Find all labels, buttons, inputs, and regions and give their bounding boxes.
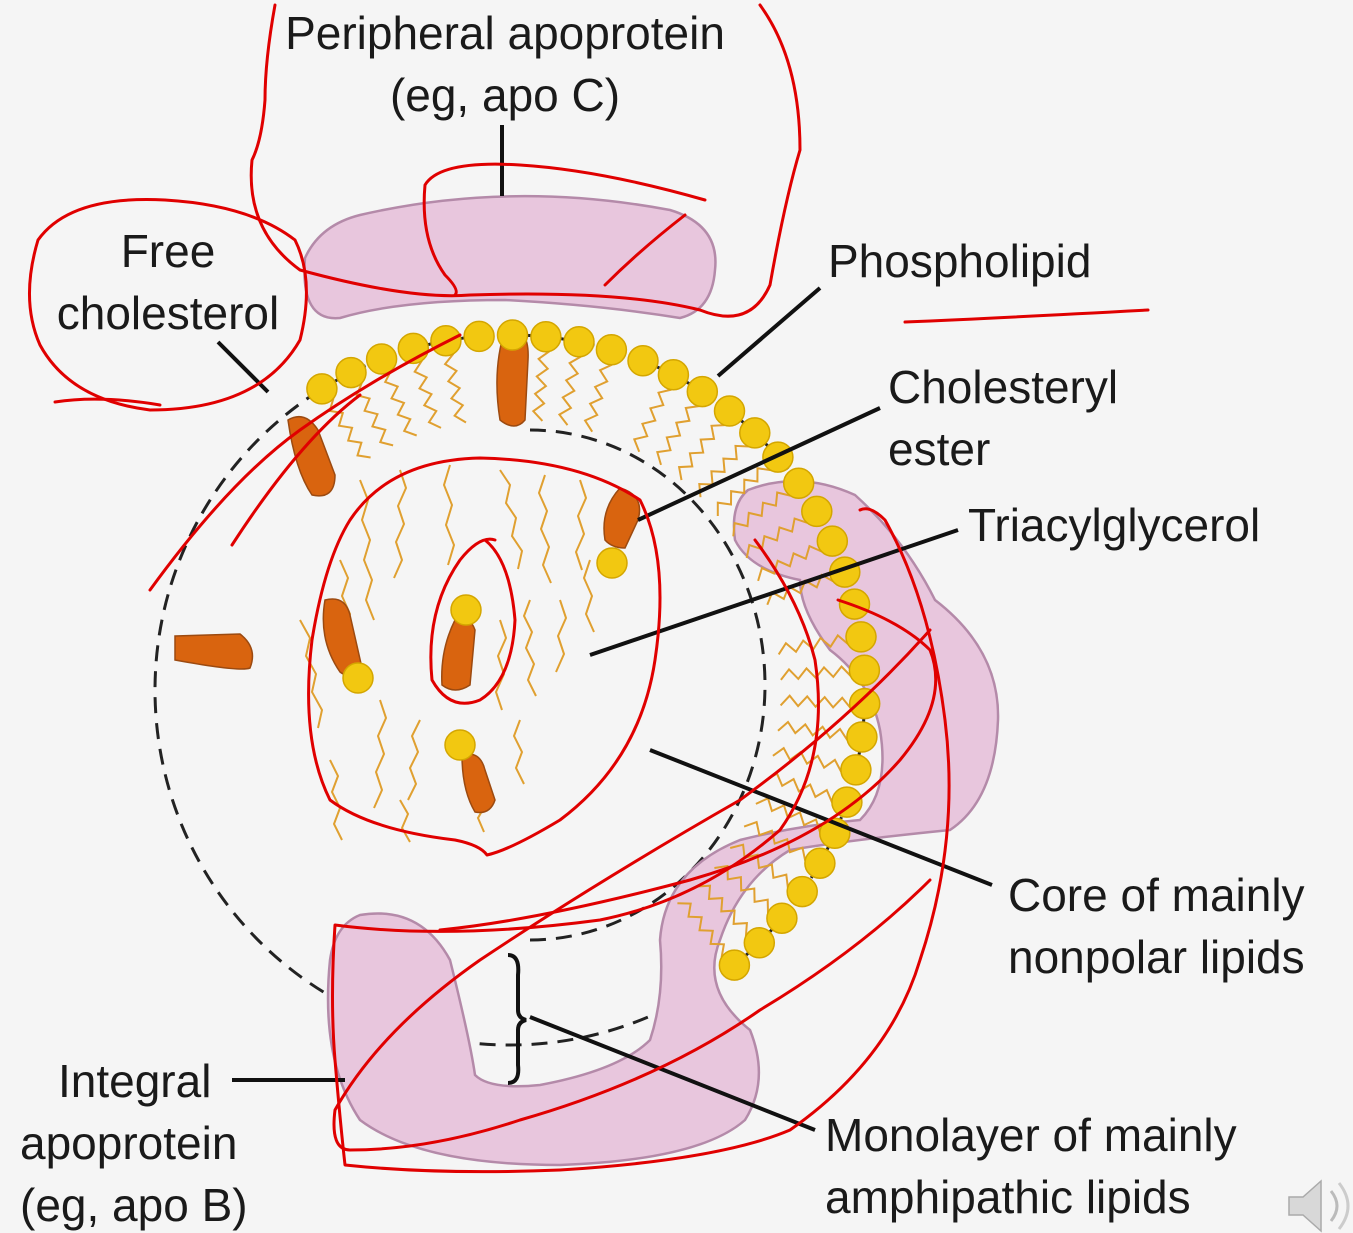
phospholipid-head [715, 396, 745, 426]
label-free-cholesterol: Free cholesterol [38, 220, 298, 344]
label-peripheral-apoprotein: Peripheral apoprotein (eg, apo C) [265, 2, 745, 126]
label-monolayer: Monolayer of mainly amphipathic lipids [825, 1104, 1237, 1228]
phospholipid-head [841, 755, 871, 785]
leader-free-cholesterol [218, 342, 268, 392]
phospholipid-head [787, 877, 817, 907]
cholesteryl-ester-molecule [442, 619, 475, 690]
label-core: Core of mainly nonpolar lipids [1008, 864, 1305, 988]
leader-phospholipid [718, 288, 820, 376]
cholesteryl-ester-molecules [323, 488, 639, 813]
label-integral-apoprotein: Integral apoprotein (eg, apo B) [20, 1050, 248, 1233]
phospholipid-head [802, 496, 832, 526]
phospholipid-tail [415, 361, 441, 428]
phospholipid-head [805, 848, 835, 878]
phospholipid-tail [778, 722, 847, 740]
phospholipid-head [498, 320, 528, 350]
phospholipid-tail [634, 390, 671, 452]
phospholipid-head [596, 335, 626, 365]
phospholipid-head [307, 374, 337, 404]
monolayer-brace [508, 955, 526, 1083]
integral-apoprotein-shape [328, 481, 998, 1165]
phospholipid-tail [657, 406, 699, 465]
label-phospholipid: Phospholipid [828, 230, 1091, 292]
phospholipid-head [846, 622, 876, 652]
phospholipid-tail [357, 383, 393, 446]
phospholipid-head [817, 526, 847, 556]
phospholipid-head [744, 928, 774, 958]
phospholipid-head [564, 327, 594, 357]
phospholipid-tail [585, 365, 612, 432]
phospholipid-head [464, 321, 494, 351]
phospholipid-head [658, 360, 688, 390]
label-cholesteryl-ester: Cholesteryl ester [888, 356, 1118, 480]
annotation-free-cholesterol-tail [55, 399, 160, 405]
phospholipid-head [628, 346, 658, 376]
phospholipid-head [719, 950, 749, 980]
phospholipid-head [336, 358, 366, 388]
annotation-phospholipid-underline [905, 310, 1148, 322]
phospholipid-head [784, 468, 814, 498]
cholesteryl-ester-molecule [462, 754, 495, 813]
phospholipid-head [687, 377, 717, 407]
phospholipid-head [840, 589, 870, 619]
label-triacylglycerol: Triacylglycerol [968, 494, 1260, 556]
phospholipid-tail [781, 696, 851, 708]
phospholipid-head [850, 689, 880, 719]
phospholipid-head [531, 322, 561, 352]
speaker-icon[interactable] [1285, 1175, 1353, 1233]
phospholipid-tail [559, 357, 581, 426]
phospholipid-tail [445, 354, 466, 423]
phospholipid-head [740, 418, 770, 448]
phospholipid-head [367, 344, 397, 374]
cholesterol-molecule [175, 634, 252, 669]
phospholipid-head [767, 903, 797, 933]
phospholipid-head [849, 655, 879, 685]
phospholipid-tail [533, 351, 549, 421]
phospholipid-head [847, 722, 877, 752]
phospholipid-head [832, 787, 862, 817]
phospholipid-tail [385, 370, 417, 435]
